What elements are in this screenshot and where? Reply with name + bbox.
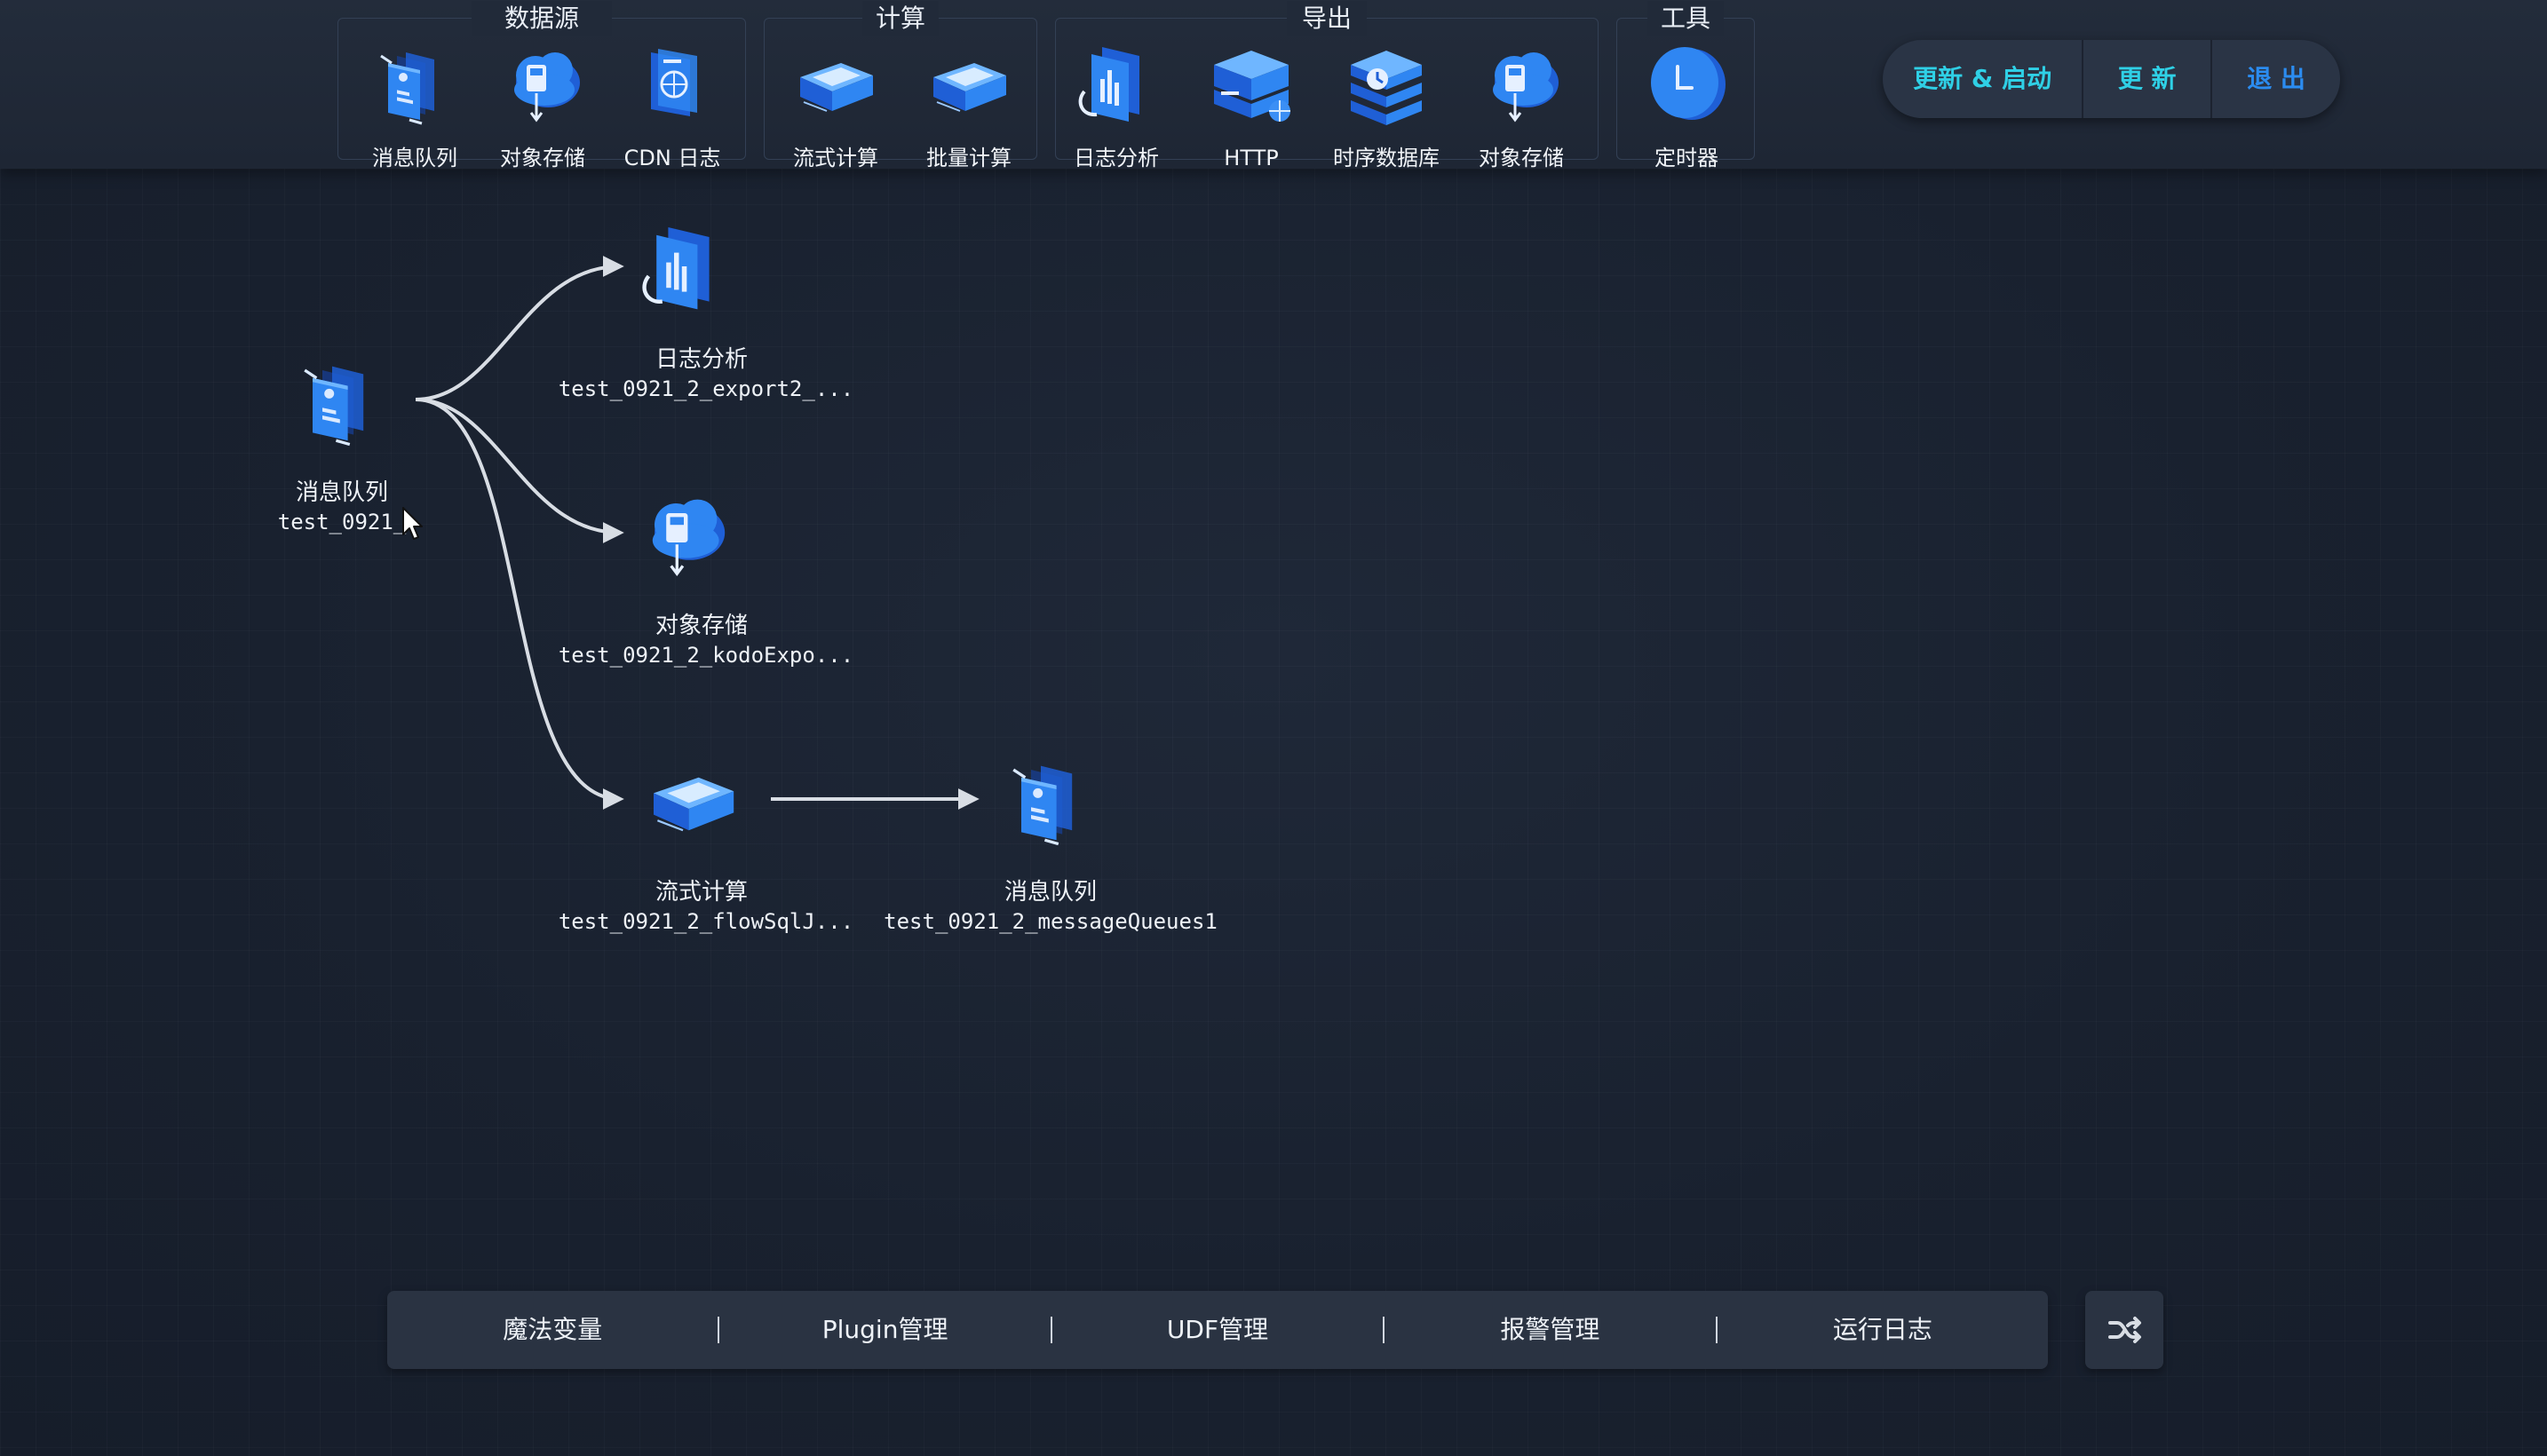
toolbar-group-export: 导出 日志分析 HTTP	[1055, 1, 1599, 170]
tool-cdn-log[interactable]: CDN 日志	[610, 33, 734, 170]
action-button-group: 更新 & 启动 更 新 退 出	[1883, 40, 2340, 118]
toolbar-group-compute: 计算 流式计算 批量计算	[764, 1, 1037, 170]
node-subtitle: test_0921_2_flowSqlJ...	[558, 909, 854, 934]
tool-http[interactable]: HTTP	[1189, 33, 1313, 170]
tool-log-analysis[interactable]: 日志分析	[1054, 33, 1178, 170]
tool-label: 日志分析	[1074, 146, 1159, 170]
node-subtitle: test_0921_2_export2_...	[558, 376, 854, 401]
group-title-tools: 工具	[1647, 1, 1724, 36]
run-log-button[interactable]: 运行日志	[1832, 1315, 1932, 1344]
node-subtitle: test_0921_2_messageQueues1	[884, 909, 1218, 934]
tool-timer[interactable]: 定时器	[1624, 33, 1749, 170]
tool-stream-compute[interactable]: 流式计算	[774, 33, 898, 170]
tool-label: 时序数据库	[1333, 146, 1440, 170]
flow-node-message-queue-source[interactable]: 消息队列 test_0921_	[278, 351, 406, 546]
node-title: 流式计算	[655, 879, 748, 906]
edge-mq-to-object-storage[interactable]	[415, 398, 624, 543]
log-analysis-icon	[642, 227, 710, 310]
node-subtitle: test_0921_2_kodoExpo...	[558, 643, 854, 668]
shuffle-icon	[2108, 1317, 2141, 1343]
update-button[interactable]: 更 新	[2083, 40, 2213, 118]
tool-label: HTTP	[1224, 146, 1279, 170]
toolbar-group-tools: 工具 定时器	[1616, 1, 1755, 170]
bottom-nav-bar: 魔法变量 Plugin管理 UDF管理 报警管理 运行日志	[387, 1291, 2048, 1369]
http-icon	[1214, 51, 1290, 122]
timer-icon	[1651, 47, 1726, 120]
object-storage-icon	[514, 52, 580, 123]
tool-label: 流式计算	[793, 146, 878, 170]
toolbar-group-datasource: 数据源 消息队列 对象存储	[337, 1, 746, 170]
node-title: 消息队列	[1004, 879, 1097, 906]
log-analysis-icon	[1078, 47, 1139, 122]
group-title-export: 导出	[1287, 1, 1367, 36]
alert-management-button[interactable]: 报警管理	[1500, 1315, 1600, 1344]
tool-label: 消息队列	[372, 146, 457, 170]
udf-management-button[interactable]: UDF管理	[1166, 1315, 1269, 1344]
mouse-cursor-icon	[402, 507, 423, 540]
object-storage-icon	[652, 499, 726, 576]
component-toolbar: 数据源 消息队列 对象存储	[0, 0, 2547, 170]
node-title: 日志分析	[655, 346, 748, 373]
group-title-datasource: 数据源	[472, 1, 612, 36]
tool-label: CDN 日志	[623, 146, 721, 170]
auto-layout-button[interactable]	[2085, 1291, 2163, 1369]
group-title-compute: 计算	[862, 1, 939, 36]
message-queue-icon	[1012, 765, 1073, 846]
flow-node-log-analysis[interactable]: 日志分析 test_0921_2_export2_...	[559, 218, 853, 413]
flow-node-message-queue-sink[interactable]: 消息队列 test_0921_2_messageQueues1	[884, 750, 1218, 946]
tsdb-icon	[1351, 51, 1422, 125]
tool-object-storage-export[interactable]: 对象存储	[1459, 33, 1583, 170]
node-title: 消息队列	[295, 479, 388, 506]
tool-label: 对象存储	[1479, 146, 1564, 170]
batch-compute-icon	[933, 63, 1006, 112]
tool-label: 对象存储	[500, 146, 585, 170]
object-storage-icon	[1493, 52, 1559, 123]
divider	[718, 1317, 720, 1343]
tool-label: 定时器	[1654, 146, 1718, 170]
magic-variables-button[interactable]: 魔法变量	[503, 1315, 603, 1344]
tool-message-queue[interactable]: 消息队列	[353, 33, 477, 170]
tool-object-storage-source[interactable]: 对象存储	[480, 33, 605, 170]
tool-label: 批量计算	[926, 146, 1012, 170]
exit-button[interactable]: 退 出	[2247, 64, 2305, 93]
cdn-log-icon	[651, 49, 697, 116]
stream-compute-icon	[800, 63, 873, 112]
tool-tsdb[interactable]: 时序数据库	[1324, 33, 1448, 170]
flow-node-object-storage[interactable]: 对象存储 test_0921_2_kodoExpo...	[559, 484, 853, 679]
divider	[1715, 1317, 1718, 1343]
message-queue-icon	[380, 52, 434, 125]
edge-mq-to-stream-compute[interactable]	[415, 398, 624, 810]
update-and-start-button[interactable]: 更新 & 启动	[1883, 40, 2084, 118]
flow-node-stream-compute[interactable]: 流式计算 test_0921_2_flowSqlJ...	[559, 750, 853, 946]
plugin-management-button[interactable]: Plugin管理	[821, 1315, 948, 1344]
stream-compute-icon	[654, 777, 734, 832]
node-subtitle: test_0921_	[277, 510, 407, 534]
divider	[1383, 1317, 1385, 1343]
divider	[1050, 1317, 1052, 1343]
tool-batch-compute[interactable]: 批量计算	[907, 33, 1031, 170]
message-queue-icon	[304, 366, 364, 447]
flow-canvas[interactable]	[0, 169, 2547, 1456]
node-title: 对象存储	[655, 613, 748, 639]
edge-mq-to-log-analysis[interactable]	[415, 256, 624, 401]
